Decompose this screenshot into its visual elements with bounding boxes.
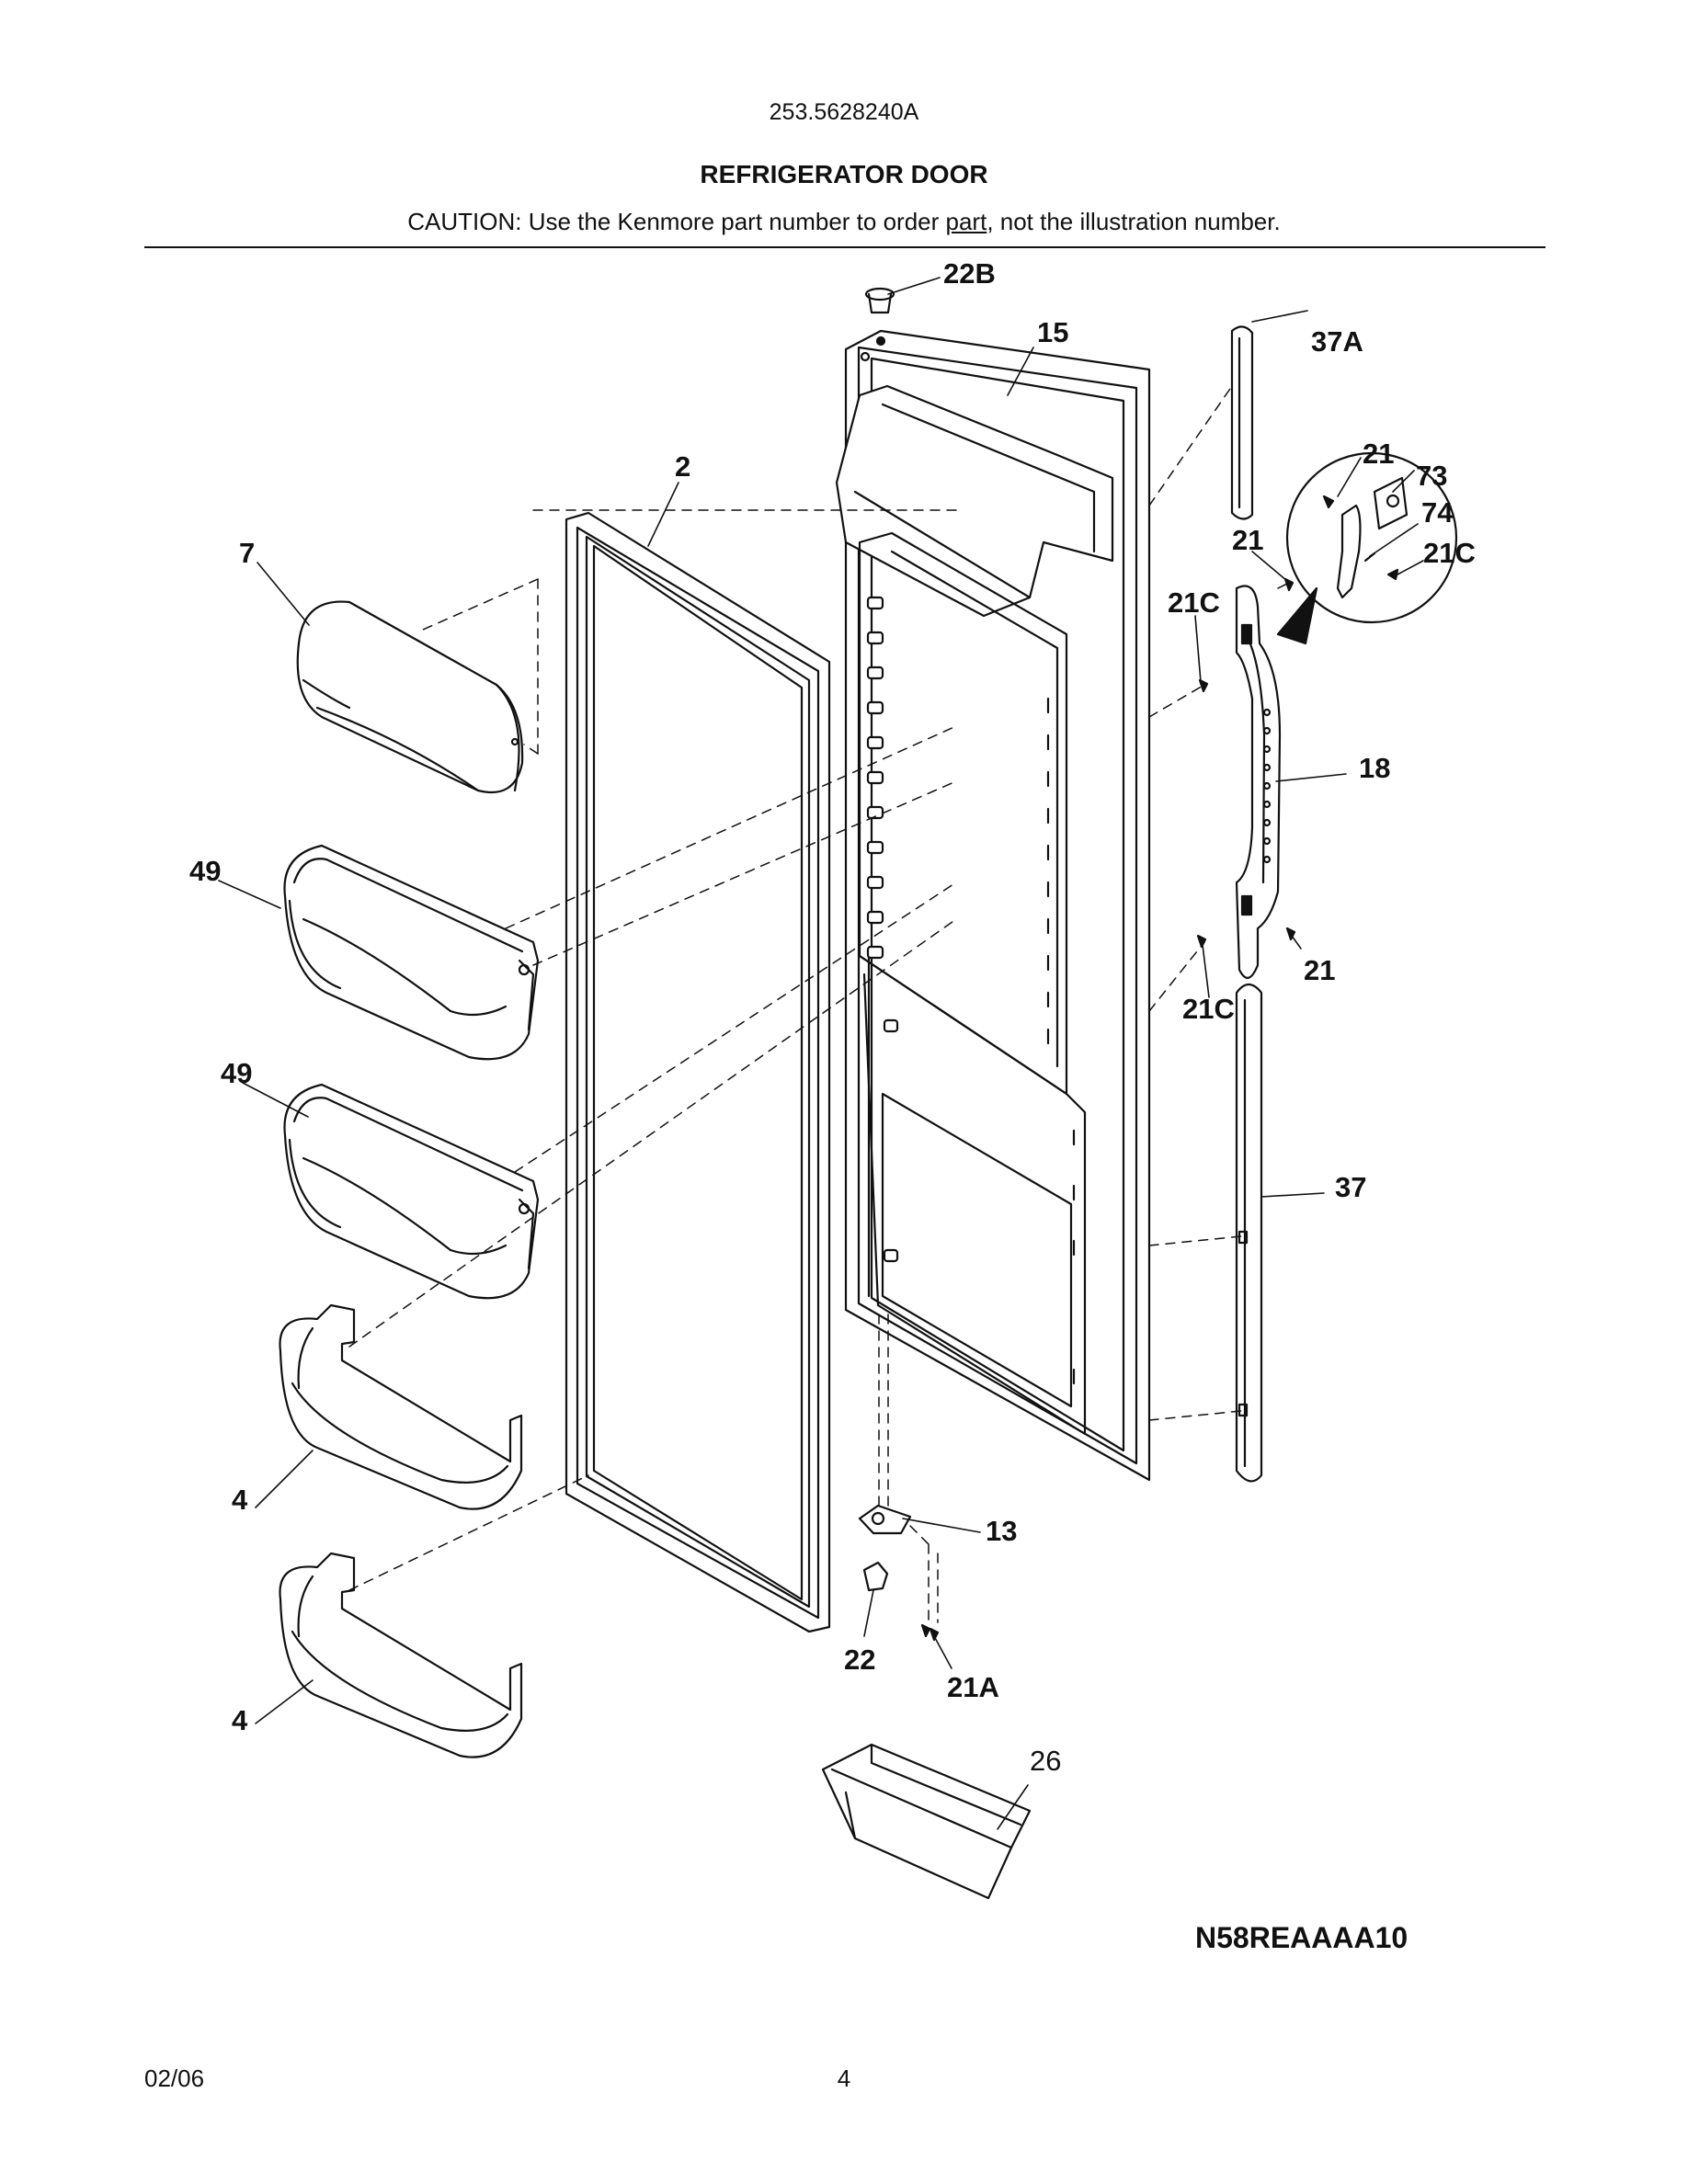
- callout-4-upper: 4: [232, 1484, 248, 1516]
- hinge-bushing-part-22B: [864, 287, 895, 314]
- header-rule: [144, 246, 1545, 248]
- caution-text-end: , not the illustration number.: [987, 208, 1281, 235]
- callout-22B: 22B: [943, 257, 996, 290]
- caution-note: CAUTION: Use the Kenmore part number to …: [0, 208, 1688, 236]
- callout-21A: 21A: [947, 1671, 999, 1703]
- callout-37: 37: [1335, 1171, 1366, 1203]
- callout-26: 26: [1030, 1745, 1061, 1777]
- callout-7: 7: [239, 537, 255, 569]
- door-bin-part-49-upper: [283, 844, 540, 1061]
- revision-date: 02/06: [144, 2065, 205, 2092]
- callout-4-lower: 4: [232, 1704, 248, 1736]
- door-handle-part-18: [1235, 585, 1282, 979]
- drawing-code: N58REAAAA10: [1195, 1921, 1409, 1954]
- door-shelf-part-4-upper: [279, 1303, 523, 1510]
- door-bin-part-49-lower: [283, 1083, 540, 1300]
- door-shelf-part-4-lower: [279, 1552, 523, 1758]
- callout-73: 73: [1416, 460, 1447, 492]
- dairy-bin-part-7: [296, 600, 524, 794]
- callout-49-upper: 49: [189, 855, 221, 887]
- callout-74: 74: [1421, 496, 1454, 529]
- callout-labels: 22B 15 37A 2 7 21 73 74 21C 21 21C 18 49…: [189, 257, 1476, 1777]
- trim-cap-part-37A: [1230, 325, 1254, 520]
- callout-21C-handle-top: 21C: [1168, 586, 1220, 619]
- section-title: REFRIGERATOR DOOR: [700, 160, 988, 188]
- alignment-lines: [348, 385, 1288, 1623]
- hinge-plate-part-13: [858, 1504, 912, 1535]
- callout-21C-inset: 21C: [1423, 537, 1476, 569]
- callout-21-inset: 21: [1363, 438, 1394, 470]
- hinge-bushing-part-22: [862, 1561, 889, 1592]
- screws: [920, 577, 1296, 1642]
- leader-lines: [218, 277, 1424, 1830]
- callout-15: 15: [1037, 316, 1068, 348]
- callout-21-handle-top: 21: [1232, 524, 1263, 556]
- caution-text-underlined: part: [945, 208, 987, 235]
- callout-2: 2: [675, 450, 690, 483]
- hinge-detail-inset: [1276, 451, 1458, 645]
- page-number: 4: [837, 2065, 851, 2092]
- callout-13: 13: [986, 1515, 1017, 1547]
- caution-text-start: CAUTION: Use the Kenmore part number to …: [407, 208, 946, 235]
- door-tray-part-26: [821, 1743, 1032, 1900]
- door-gasket-part-2: [565, 511, 831, 1633]
- trim-part-37: [1235, 983, 1263, 1483]
- refrigerator-door-part-15: [835, 329, 1151, 1482]
- callout-49-lower: 49: [221, 1057, 252, 1089]
- callout-21-handle-bottom: 21: [1304, 954, 1335, 986]
- callout-37A: 37A: [1311, 325, 1363, 358]
- model-number: 253.5628240A: [769, 99, 919, 125]
- callout-21C-handle-bottom: 21C: [1182, 993, 1235, 1025]
- callout-22: 22: [844, 1644, 875, 1676]
- callout-18: 18: [1359, 752, 1390, 784]
